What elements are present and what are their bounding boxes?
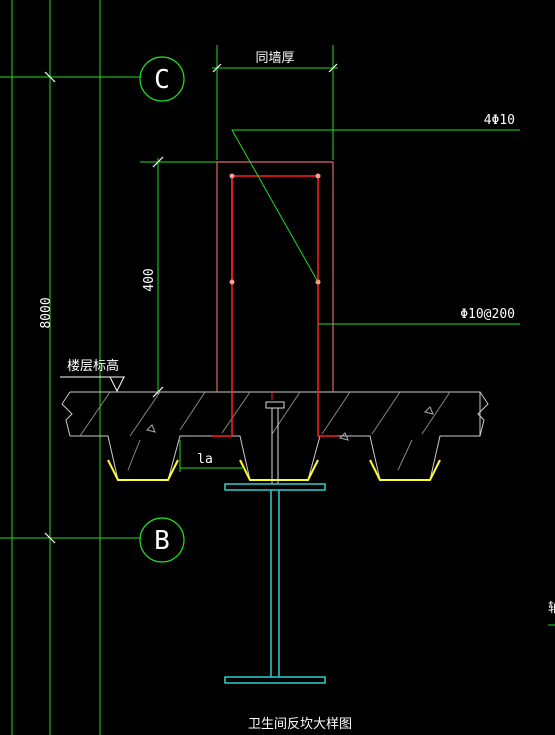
axis-b-tick [44, 532, 56, 544]
deck-rib [107, 459, 179, 481]
deck-rib [239, 459, 319, 481]
deck-rib [369, 459, 441, 481]
floor-level-label: 楼层标高 [67, 358, 119, 374]
hatch-line [397, 439, 413, 471]
edge-fragment-label: 轴 [548, 601, 555, 616]
axis-b-label: B [154, 526, 170, 556]
wall-thickness-dimension: 同墙厚 [212, 45, 338, 160]
slab-break-right [477, 391, 489, 437]
hatch-line [221, 391, 251, 434]
wall-thickness-label: 同墙厚 [255, 51, 294, 66]
curb-height-tick-top [152, 156, 164, 168]
rebar-labels: 4Φ10 Φ10@200 [231, 113, 520, 325]
axis-spacing-dimension: 8000 [39, 297, 54, 328]
wall-thickness-tick-right [328, 63, 338, 73]
drawing-title: 卫生间反坎大样图 [248, 717, 352, 732]
shear-stud [265, 392, 285, 484]
axis-b-bubble [139, 517, 185, 563]
anchorage-dimension: la [179, 440, 244, 472]
aggregate-mark [424, 406, 434, 415]
axis-b: B [0, 517, 185, 563]
hatch-line [127, 439, 141, 471]
hatch-line [271, 391, 301, 435]
top-bar-leader [231, 129, 520, 283]
hatch-line [371, 391, 401, 435]
curb-height-label: 400 [142, 268, 157, 291]
hatch-line [421, 391, 451, 435]
beam-bottom-flange [224, 676, 326, 684]
steel-deck [107, 459, 441, 481]
aggregate-mark [339, 432, 349, 441]
hatch-line [79, 391, 111, 437]
axis-c-label: C [154, 65, 170, 95]
beam-top-flange [224, 483, 326, 491]
floor-level-marker: 楼层标高 [60, 358, 125, 393]
axis-c-tick [44, 71, 56, 83]
floor-level-symbol [109, 376, 125, 393]
left-reference-lines [11, 0, 101, 735]
wall-thickness-tick-left [212, 63, 222, 73]
rebar-dot [229, 173, 235, 179]
slab-hatch [79, 391, 451, 471]
rebar-dot [229, 279, 235, 285]
hatch-line [129, 391, 161, 437]
hatch-line [321, 391, 351, 435]
aggregate-mark [146, 424, 156, 433]
stud-head [265, 401, 285, 409]
top-bar-label: 4Φ10 [484, 113, 515, 128]
axis-c: C [0, 56, 185, 102]
rebar-dot [315, 173, 321, 179]
steel-i-beam [224, 483, 326, 684]
stirrup-label: Φ10@200 [460, 307, 515, 322]
curb-outline [216, 161, 334, 392]
anchorage-label: la [197, 452, 213, 467]
hatch-line [179, 391, 206, 431]
axis-c-bubble [139, 56, 185, 102]
slab-break-left [61, 391, 73, 437]
